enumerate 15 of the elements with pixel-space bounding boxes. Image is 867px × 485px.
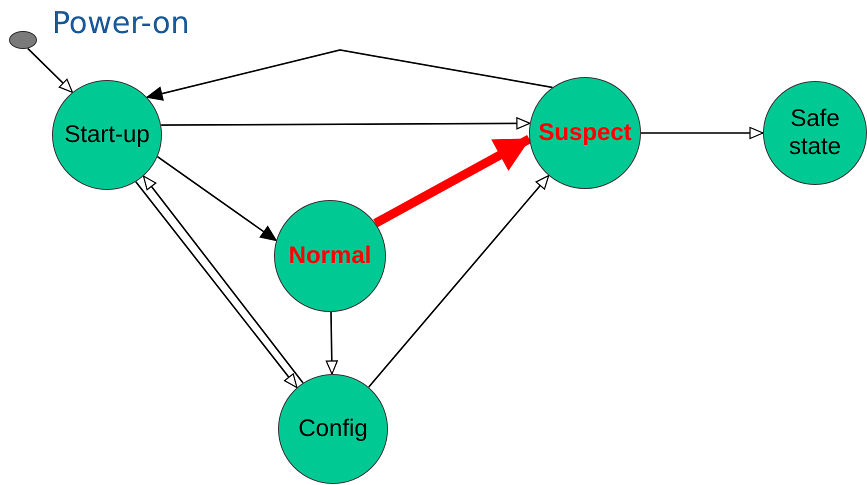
transition-arrow [27,48,73,93]
transition-arrow [373,135,532,228]
transition-arrow [157,156,277,242]
state-name: Safe state [788,105,842,161]
state-name: Suspect [538,119,632,147]
transition-arrow [161,117,530,130]
transition-arrow [641,126,764,140]
state-name: Config [298,415,368,443]
transition-arrow [326,312,338,375]
state-name: Normal [288,242,372,270]
transition-arrow [368,175,550,388]
diagram-title: Power-on [52,6,190,41]
transition-arrow [146,49,553,101]
state-name: Start-up [64,121,150,149]
initial-state-dot [9,31,37,49]
